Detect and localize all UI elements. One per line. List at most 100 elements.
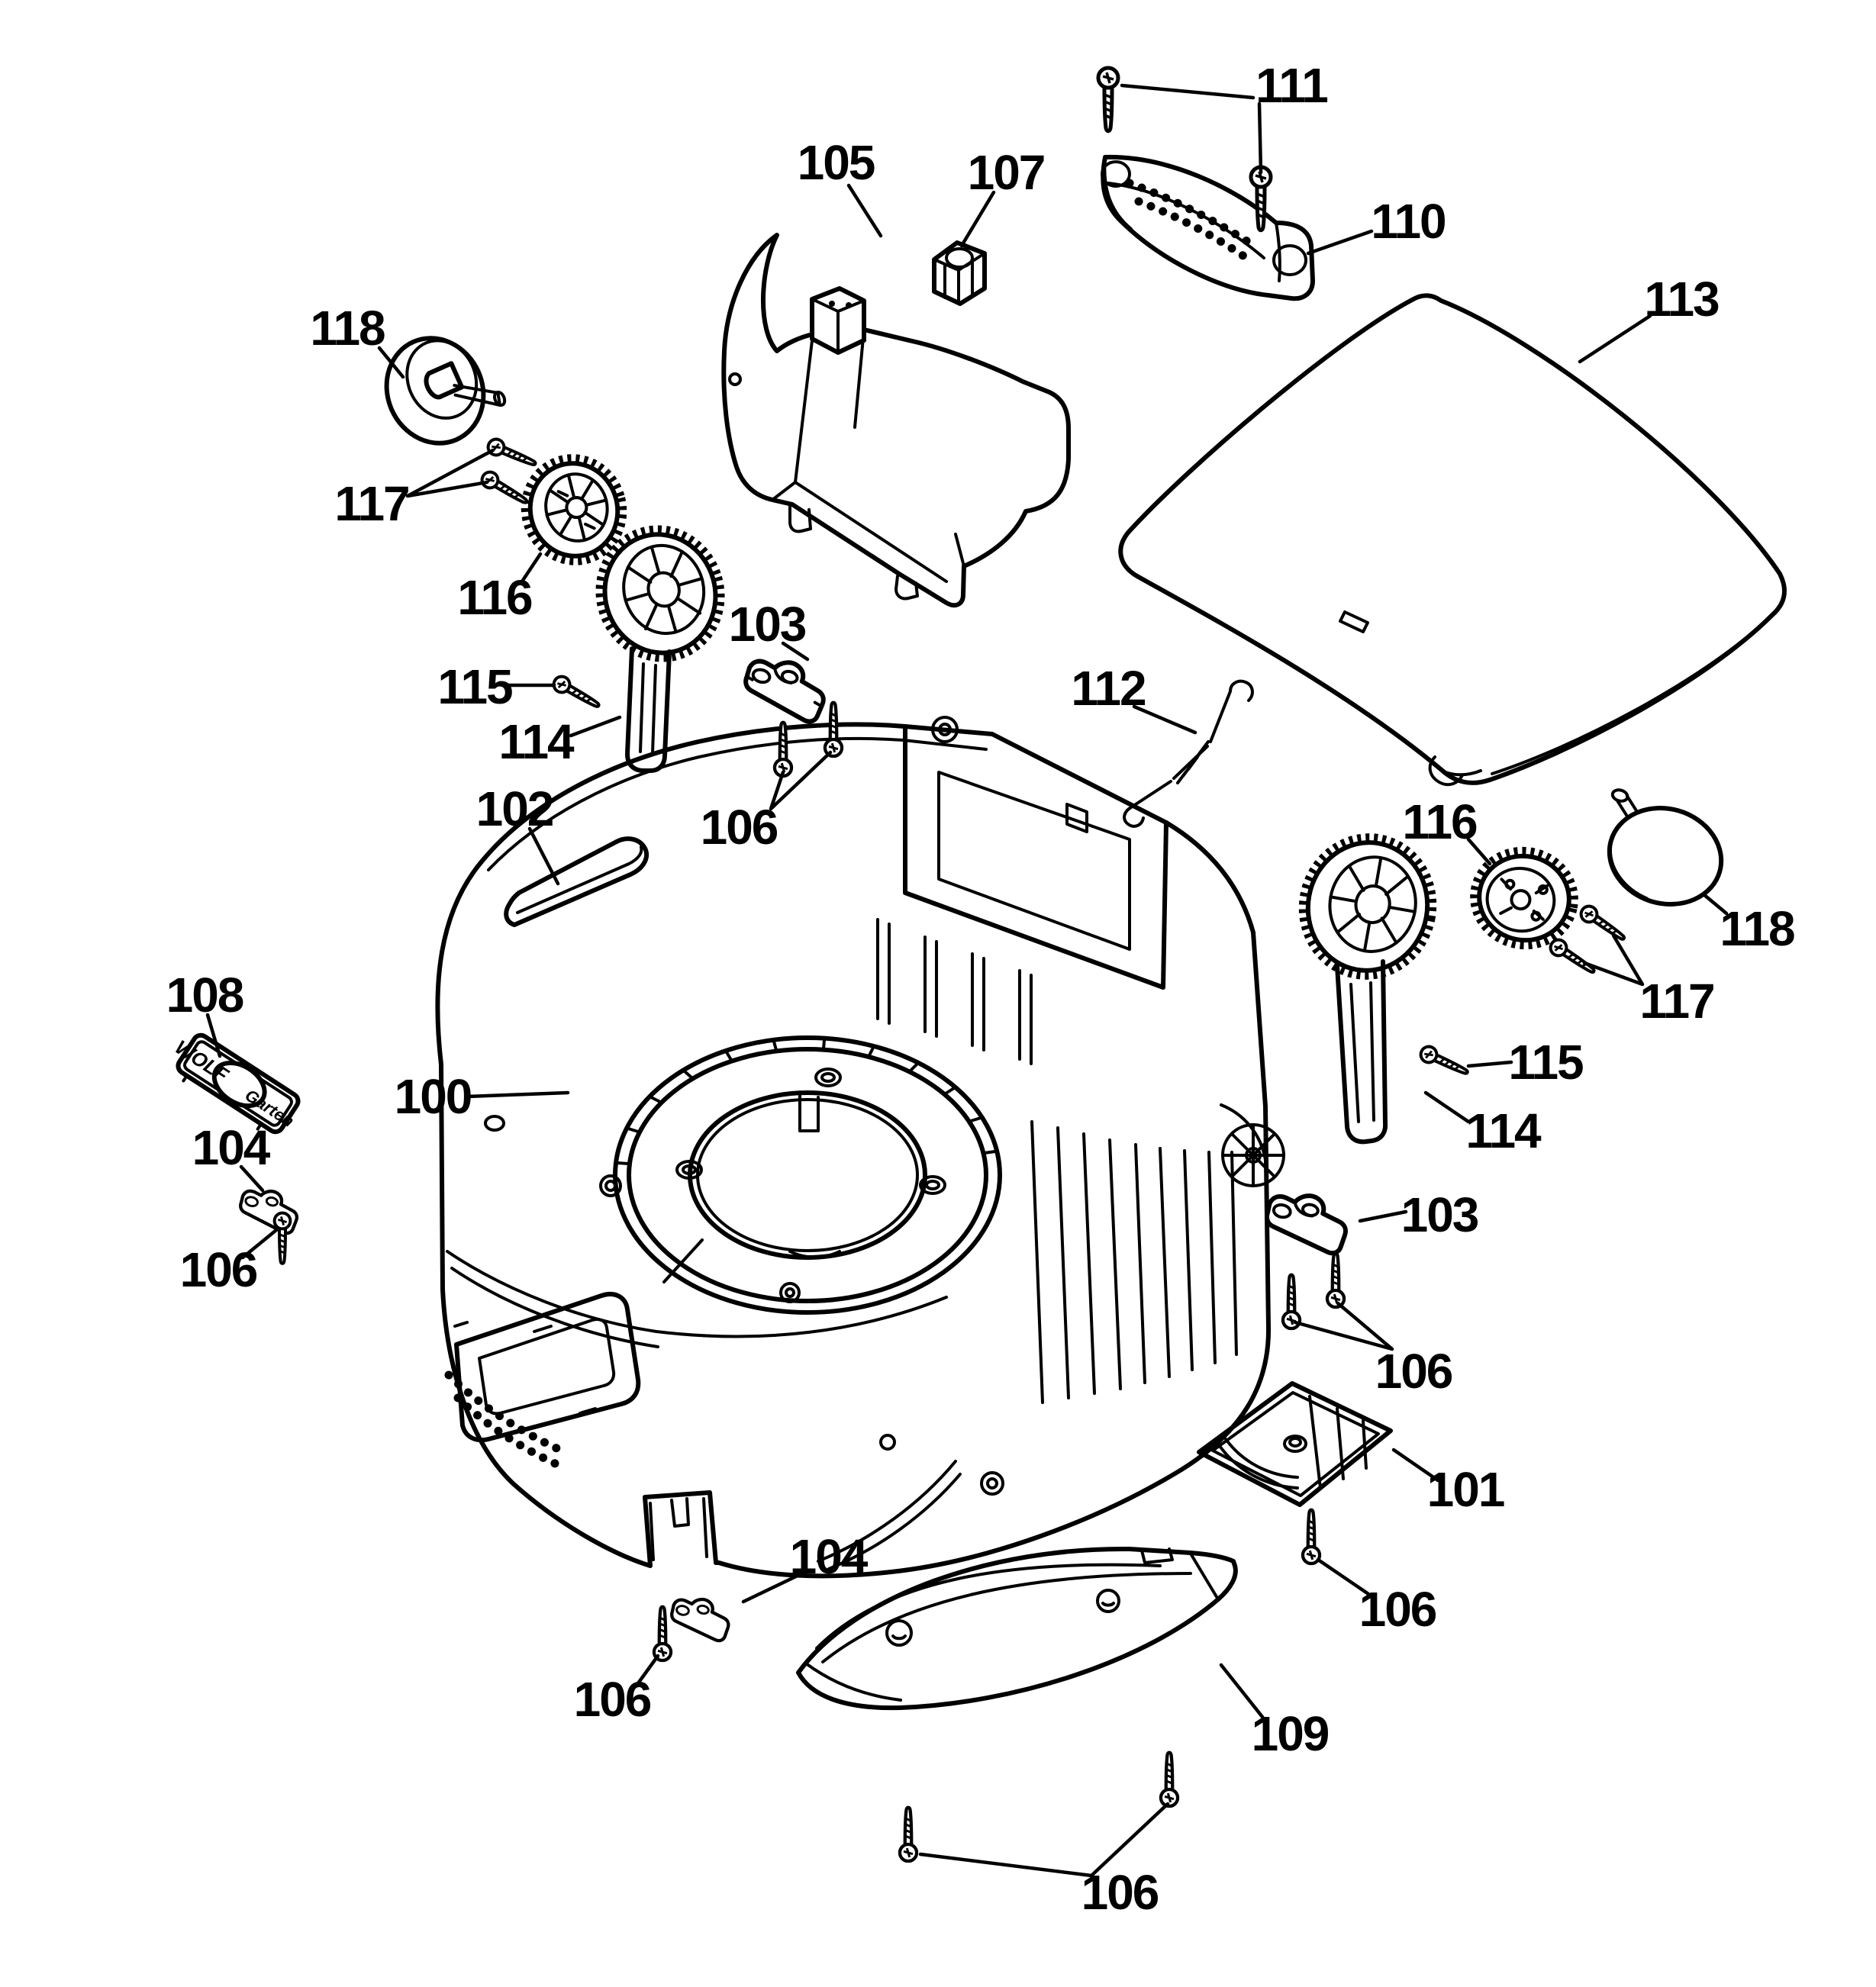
screw-106-bottom-center-b bbox=[1161, 1753, 1178, 1806]
rear-box bbox=[903, 724, 1168, 990]
screw-106-below-grid bbox=[1303, 1510, 1320, 1564]
carry-handle-drawing bbox=[1101, 154, 1315, 301]
part-label-106-below-grid: 106 bbox=[1359, 1582, 1436, 1637]
screw-111-a bbox=[1098, 68, 1118, 131]
leader-109 bbox=[1219, 1663, 1265, 1719]
small-clamp-left-drawing bbox=[239, 1189, 299, 1235]
leader-110 bbox=[1306, 229, 1374, 256]
drive-gear-left-drawing bbox=[521, 454, 627, 565]
part-label-117-left: 117 bbox=[334, 476, 408, 531]
part-label-104-left: 104 bbox=[192, 1120, 271, 1175]
cover-strip-drawing bbox=[504, 836, 650, 927]
part-label-113: 113 bbox=[1644, 272, 1719, 327]
screw-106-bottom-center-a bbox=[900, 1808, 917, 1861]
part-label-101: 101 bbox=[1427, 1462, 1504, 1517]
mulch-insert-grid-drawing bbox=[1197, 1381, 1393, 1507]
terminal-block-drawing bbox=[932, 240, 987, 306]
part-label-111: 111 bbox=[1256, 58, 1327, 113]
screw-117-left-a bbox=[485, 436, 538, 471]
leader-107 bbox=[959, 190, 996, 248]
leader-106-right-mid bbox=[1293, 1301, 1394, 1351]
bearing-clamp-left-drawing bbox=[743, 659, 826, 724]
vent-holes-row bbox=[453, 1393, 566, 1471]
part-label-106-left-mid: 106 bbox=[701, 800, 778, 855]
leader-106-left-lower bbox=[240, 1228, 279, 1260]
leader-113 bbox=[1578, 314, 1652, 364]
mower-deck-housing-drawing bbox=[435, 716, 1285, 1579]
part-label-115-right: 115 bbox=[1508, 1035, 1583, 1090]
leader-106-left-mid bbox=[769, 750, 833, 811]
leader-106-below-grid bbox=[1316, 1557, 1371, 1596]
part-label-118-left: 118 bbox=[310, 301, 385, 356]
screw-106-left-mid-b bbox=[825, 703, 842, 756]
rear-wheel-pinion bbox=[1220, 1103, 1285, 1187]
leader-101 bbox=[1391, 1448, 1440, 1483]
switch-boss bbox=[810, 286, 866, 355]
part-label-102: 102 bbox=[476, 781, 553, 836]
part-label-110: 110 bbox=[1371, 194, 1445, 249]
wheel-cap-right-drawing bbox=[1607, 788, 1724, 907]
screw-106-left-lower bbox=[275, 1213, 291, 1264]
part-label-105: 105 bbox=[798, 135, 875, 190]
screw-117-right-a bbox=[1578, 903, 1629, 945]
part-label-116-right: 116 bbox=[1402, 794, 1477, 849]
screw-117-left-b bbox=[479, 469, 530, 509]
leader-lines bbox=[205, 83, 1729, 1878]
drive-gear-right-drawing bbox=[1470, 846, 1578, 950]
part-label-107: 107 bbox=[968, 145, 1045, 200]
leader-106-bottom-center bbox=[918, 1802, 1170, 1878]
part-label-114-right: 114 bbox=[1465, 1103, 1542, 1158]
leader-104-front bbox=[741, 1572, 803, 1604]
screw-111-b bbox=[1251, 167, 1271, 230]
screw-106-right-mid-a bbox=[1283, 1275, 1300, 1328]
handle-grip-holes bbox=[1125, 179, 1256, 249]
screw-106-bottom-left bbox=[654, 1607, 671, 1660]
wheel-gear-arm-left-drawing bbox=[595, 525, 725, 773]
leader-114-right bbox=[1423, 1090, 1471, 1124]
leader-108 bbox=[205, 1013, 222, 1058]
leader-103-left bbox=[781, 641, 810, 662]
part-label-100: 100 bbox=[395, 1069, 472, 1124]
leader-118-left bbox=[377, 346, 405, 379]
tension-spring-drawing bbox=[1123, 679, 1254, 828]
leader-104-left bbox=[239, 1164, 265, 1193]
leader-111 bbox=[1120, 83, 1263, 175]
leader-116-right bbox=[1466, 837, 1492, 866]
screw-115-right bbox=[1418, 1044, 1471, 1080]
part-label-108: 108 bbox=[166, 968, 243, 1022]
part-label-104-front: 104 bbox=[790, 1529, 869, 1584]
part-label-116-left: 116 bbox=[457, 570, 532, 625]
bearing-clamp-right-drawing bbox=[1264, 1193, 1348, 1256]
leader-102 bbox=[527, 826, 560, 886]
part-label-106-right-mid: 106 bbox=[1375, 1344, 1452, 1399]
wheel-gear-arm-right-drawing bbox=[1298, 833, 1437, 1145]
front-bumper-drawing bbox=[796, 1546, 1238, 1711]
screw-106-right-mid-b bbox=[1327, 1254, 1344, 1307]
leader-116-left bbox=[520, 552, 543, 584]
part-label-118-right: 118 bbox=[1720, 901, 1794, 956]
leader-117-left bbox=[405, 448, 495, 498]
screw-117-right-b bbox=[1548, 937, 1599, 978]
part-label-114-left: 114 bbox=[498, 714, 575, 769]
screw-115-left bbox=[551, 674, 603, 713]
rear-flap-lid-drawing bbox=[1118, 293, 1787, 787]
leader-112 bbox=[1132, 704, 1197, 735]
part-labels: 100 101 102 103 103 104 104 105 106 106 … bbox=[166, 58, 1796, 1920]
leader-100 bbox=[465, 1090, 570, 1099]
part-label-112: 112 bbox=[1071, 661, 1146, 716]
part-label-103-right: 103 bbox=[1401, 1187, 1478, 1242]
vent-holes-row bbox=[444, 1370, 568, 1456]
part-label-109: 109 bbox=[1252, 1706, 1329, 1761]
part-label-106-bottom-center: 106 bbox=[1081, 1865, 1159, 1920]
fan-ring bbox=[613, 1035, 1002, 1315]
leader-106-bottom-left bbox=[636, 1654, 660, 1686]
part-label-106-bottom-left: 106 bbox=[574, 1672, 651, 1727]
part-label-106-left-lower: 106 bbox=[180, 1242, 257, 1297]
handle-grip-holes bbox=[1134, 197, 1253, 264]
leader-114-left bbox=[569, 715, 622, 738]
leader-118-right bbox=[1701, 892, 1729, 916]
leader-105 bbox=[846, 183, 883, 238]
front-pocket bbox=[453, 1292, 641, 1443]
